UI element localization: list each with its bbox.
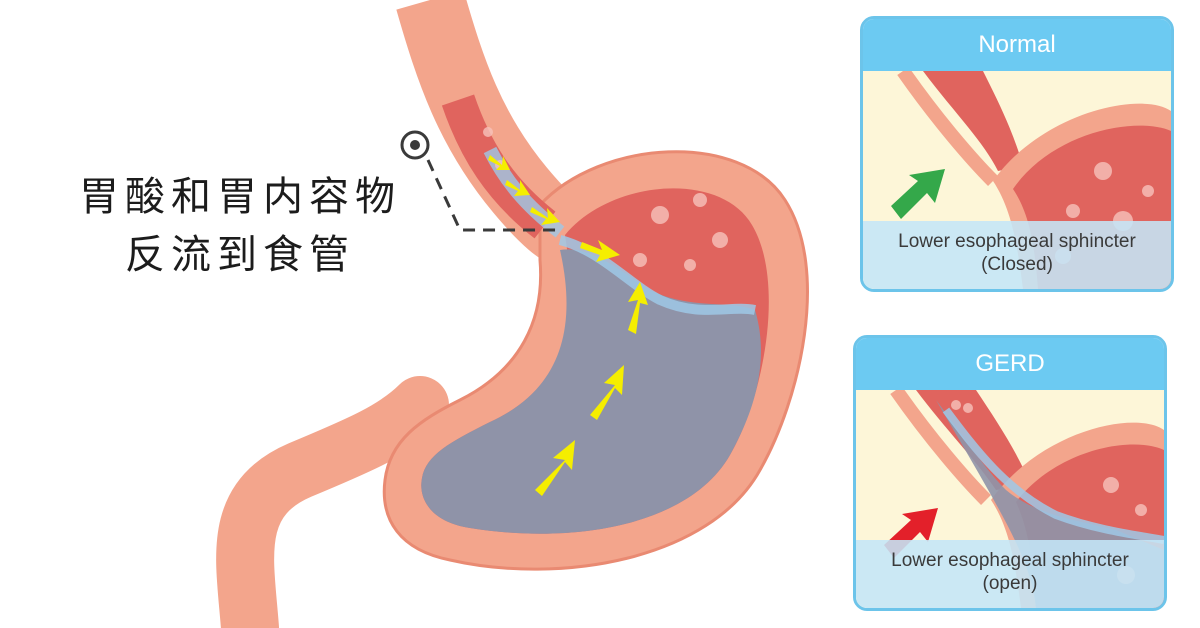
panel-normal-caption: Lower esophageal sphincter (Closed) <box>863 221 1171 289</box>
callout-pointer <box>400 130 560 232</box>
panel-normal: Normal Lower esophageal sphincter (Close… <box>860 16 1174 292</box>
duodenum <box>216 376 449 628</box>
reflux-callout-label: 胃酸和胃内容物 反流到食管 <box>60 168 420 284</box>
panel-gerd: GERD Lower esophageal sphincter (open) <box>853 335 1167 611</box>
panel-gerd-title: GERD <box>856 338 1164 390</box>
panel-normal-title: Normal <box>863 19 1171 71</box>
callout-line-2: 反流到食管 <box>125 232 355 278</box>
panel-gerd-caption-line-1: Lower esophageal sphincter <box>891 550 1129 571</box>
fluid-surface <box>558 235 756 315</box>
normal-arrow-icon <box>891 169 945 219</box>
panel-normal-caption-line-1: Lower esophageal sphincter <box>898 231 1136 252</box>
panel-gerd-caption-line-2: (open) <box>982 573 1038 594</box>
panel-normal-caption-line-2: (Closed) <box>981 254 1053 275</box>
reflux-arrows <box>488 155 648 496</box>
panel-gerd-caption: Lower esophageal sphincter (open) <box>856 540 1164 608</box>
bubbles <box>483 127 728 271</box>
stomach-acid <box>421 249 761 534</box>
callout-line-1: 胃酸和胃内容物 <box>79 174 401 220</box>
